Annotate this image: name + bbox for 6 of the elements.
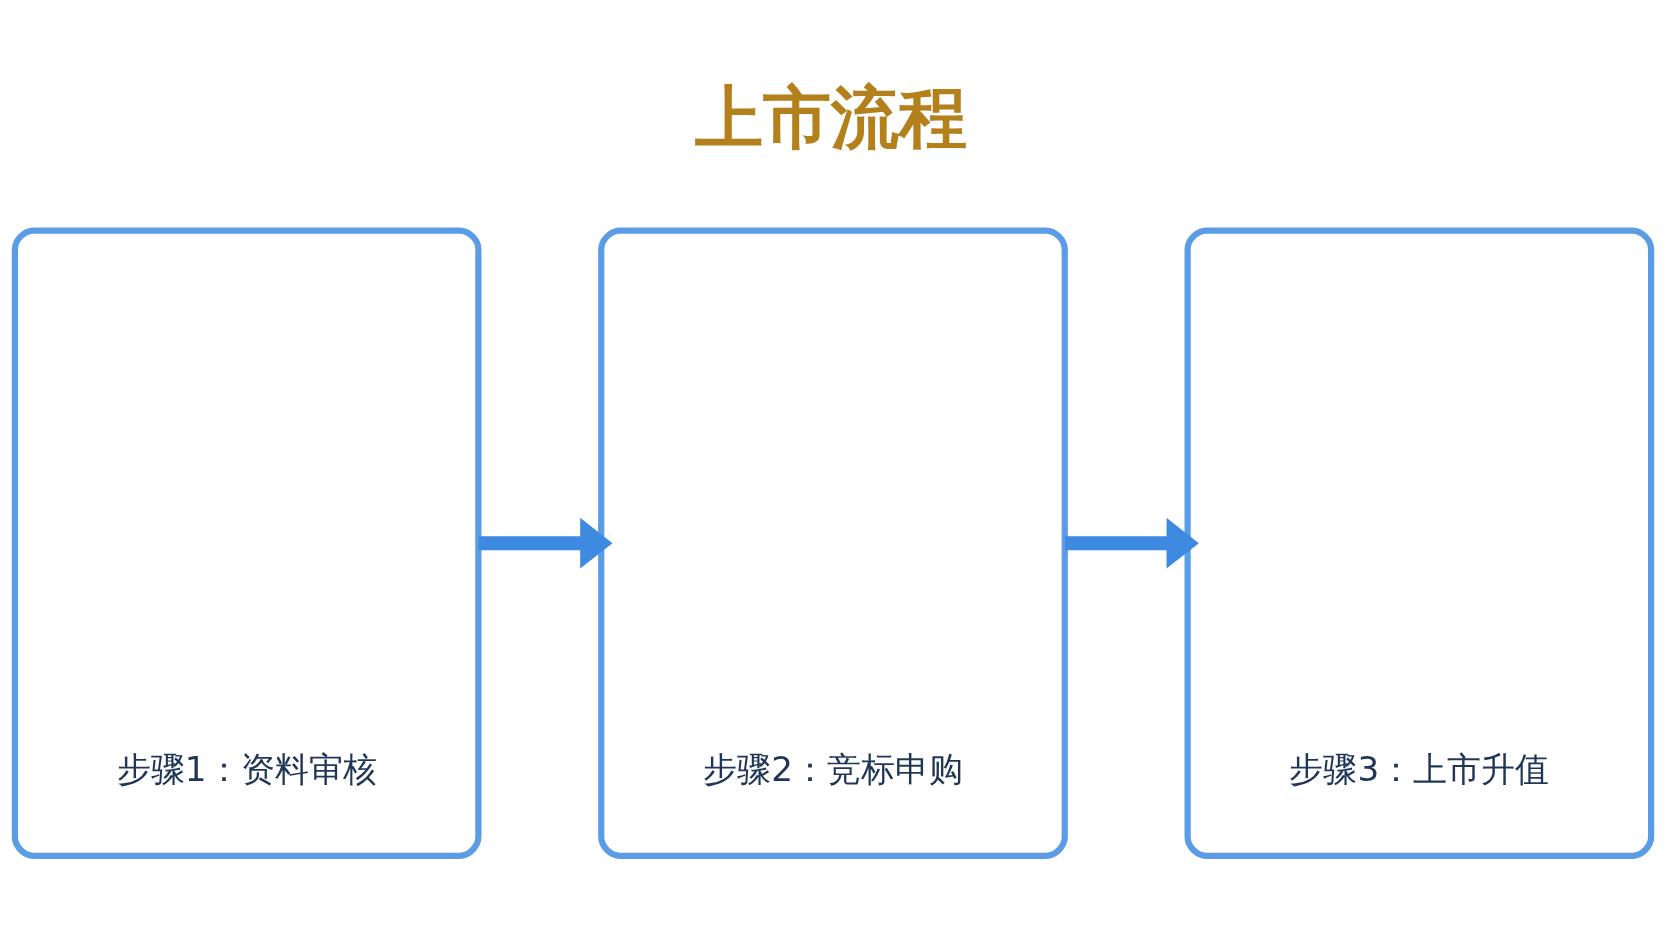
node-box: 步骤1：资料审核	[11, 227, 482, 859]
diagram-title: 上市流程	[694, 76, 967, 157]
node-box: 步骤2：竞标申购	[598, 227, 1068, 859]
node-box: 步骤3：上市升值	[1184, 227, 1655, 859]
arrow	[1065, 517, 1199, 569]
arrow	[478, 517, 613, 569]
